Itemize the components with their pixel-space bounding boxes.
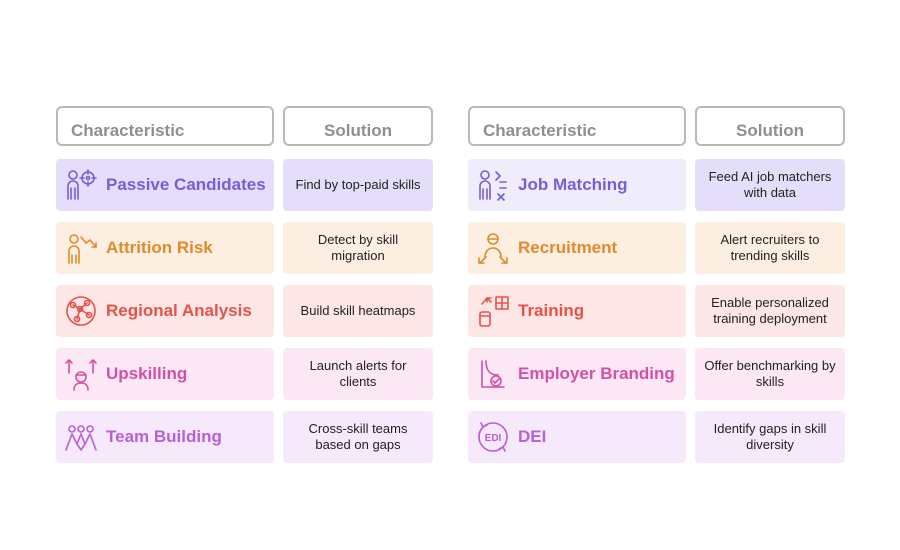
attrition-arrow-icon (64, 231, 98, 265)
characteristic-header: Characteristic (56, 106, 274, 146)
characteristic-cell: Training (468, 285, 686, 337)
characteristic-label: DEI (518, 427, 547, 446)
solution-cell: Launch alerts for clients (283, 348, 433, 400)
dei-cycle-icon: EDI (476, 420, 510, 454)
solution-cell: Find by top-paid skills (283, 159, 433, 211)
solution-cell: Enable personalized training deployment (695, 285, 845, 337)
characteristic-label: Attrition Risk (106, 238, 213, 257)
solution-cell: Feed AI job matchers with data (695, 159, 845, 211)
characteristic-cell: EDI DEI (468, 411, 686, 463)
solution-cell: Cross-skill teams based on gaps (283, 411, 433, 463)
characteristic-cell: Attrition Risk (56, 222, 274, 274)
branding-chart-icon (476, 357, 510, 391)
team-people-icon (64, 420, 98, 454)
characteristic-cell: Job Matching (468, 159, 686, 211)
characteristic-cell: Upskilling (56, 348, 274, 400)
solution-header: Solution (695, 106, 845, 146)
characteristic-label: Regional Analysis (106, 301, 252, 320)
characteristic-label: Training (518, 301, 585, 320)
solution-cell: Identify gaps in skill diversity (695, 411, 845, 463)
solution-cell: Build skill heatmaps (283, 285, 433, 337)
characteristic-cell: Passive Candidates (56, 159, 274, 211)
svg-text:EDI: EDI (485, 433, 502, 444)
characteristic-label: Passive Candidates (106, 175, 266, 194)
characteristic-header: Characteristic (468, 106, 686, 146)
candidate-target-icon (64, 168, 98, 202)
characteristic-label: Job Matching (518, 175, 628, 194)
characteristic-cell: Employer Branding (468, 348, 686, 400)
upskill-person-icon (64, 357, 98, 391)
characteristic-cell: Team Building (56, 411, 274, 463)
characteristic-label: Recruitment (518, 238, 618, 257)
solution-header: Solution (283, 106, 433, 146)
solution-cell: Offer benchmarking by skills (695, 348, 845, 400)
training-board-icon (476, 294, 510, 328)
job-match-icon (476, 168, 510, 202)
characteristic-cell: Regional Analysis (56, 285, 274, 337)
solution-cell: Detect by skill migration (283, 222, 433, 274)
characteristic-cell: Recruitment (468, 222, 686, 274)
characteristic-label: Employer Branding (518, 364, 675, 383)
region-network-icon (64, 294, 98, 328)
solution-cell: Alert recruiters to trending skills (695, 222, 845, 274)
characteristic-label: Team Building (106, 427, 222, 446)
recruiter-icon (476, 231, 510, 265)
characteristic-label: Upskilling (106, 364, 188, 383)
